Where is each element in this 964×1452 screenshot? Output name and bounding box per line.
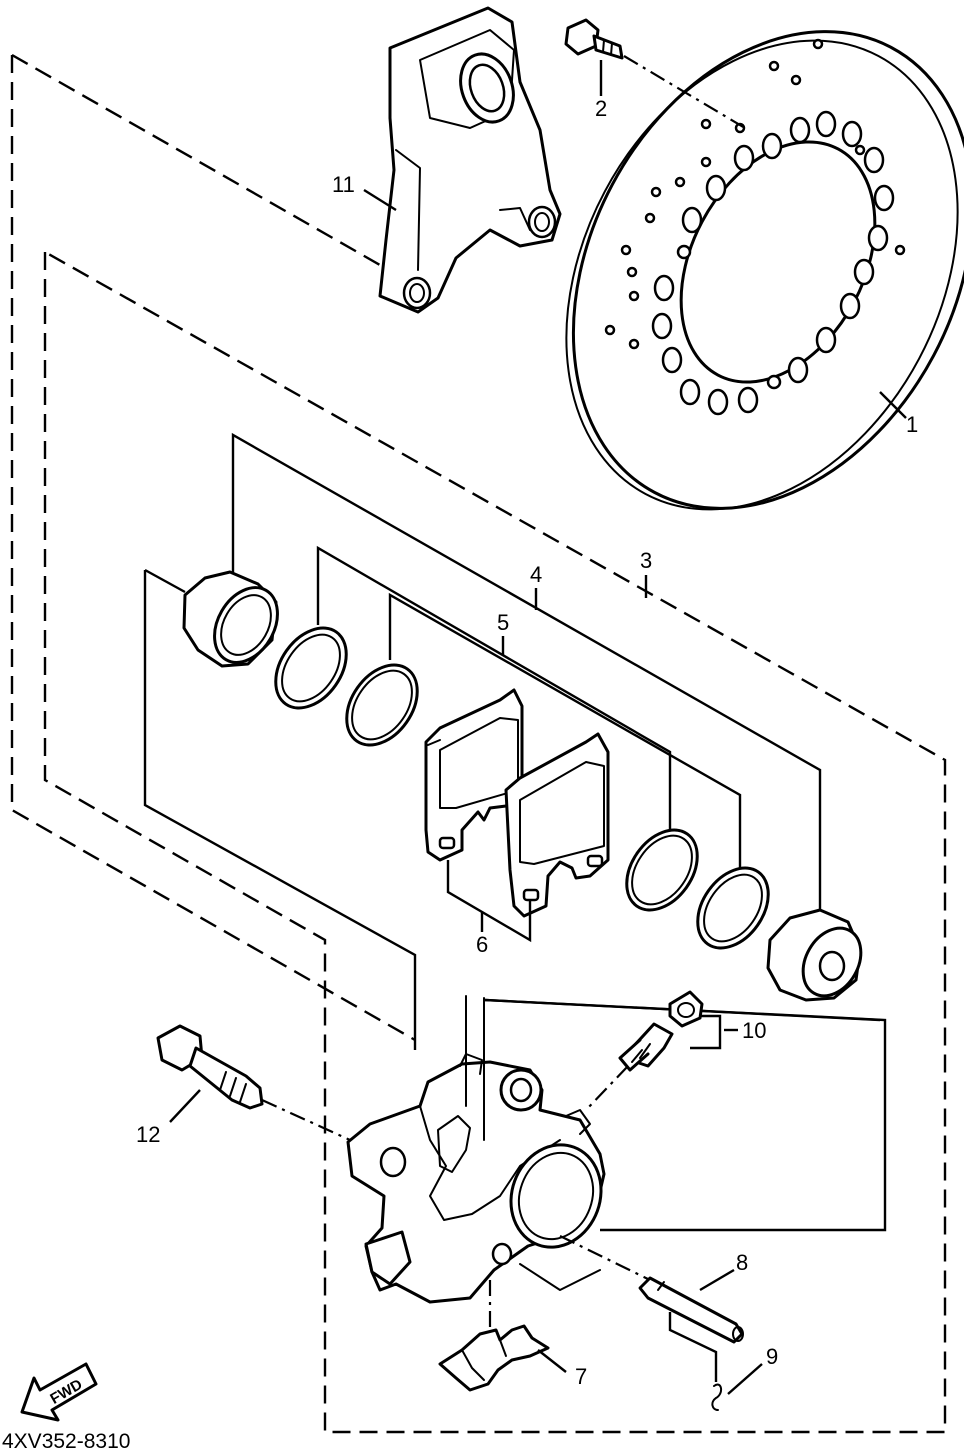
caliper-body [346,995,651,1304]
dust-seal-left [345,663,419,747]
callout-2: 2 [595,96,607,121]
callout-1: 1 [906,412,918,437]
brake-disc [565,30,964,511]
callout-3: 3 [640,548,652,573]
callout-6: 6 [476,932,488,957]
forward-arrow-icon: FWD [20,1362,98,1422]
kit-bracket-5 [316,545,742,870]
callout-10: 10 [742,1018,766,1043]
pad-pin-clip [711,1362,722,1411]
piston-left [182,570,279,668]
pad-bracket-6 [446,860,532,943]
caliper-bolt [156,1024,351,1142]
bleed-screw-cap [668,990,704,1028]
piston-right [766,908,863,1002]
pad-spring [438,1280,550,1392]
callout-5: 5 [497,610,509,635]
disc-bolt [564,18,746,129]
disc-holes [604,38,906,416]
bleed-bracket-10 [690,1014,722,1050]
piston-seal-left [274,626,348,710]
leader-lines [169,60,907,1395]
bleed-screw [585,1022,674,1111]
brake-pad-left [424,688,524,862]
caliper-bracket [378,6,562,314]
callout-11: 11 [332,172,355,197]
callout-7: 7 [575,1364,587,1389]
pad-pin [638,1276,744,1362]
callout-labels: 1 2 3 4 5 6 7 8 9 10 11 12 [136,96,918,1389]
dust-seal-right [625,828,699,912]
assembly-outline-outer [10,53,416,1042]
brake-pad-right [504,732,610,918]
piston-seal-right [696,866,770,950]
diagram-code: 4XV352-8310 [2,1430,130,1452]
callout-8: 8 [736,1250,748,1275]
callout-4: 4 [530,562,542,587]
assembly-outline-3 [43,250,947,1434]
callout-12: 12 [136,1122,160,1147]
callout-9: 9 [766,1344,778,1369]
